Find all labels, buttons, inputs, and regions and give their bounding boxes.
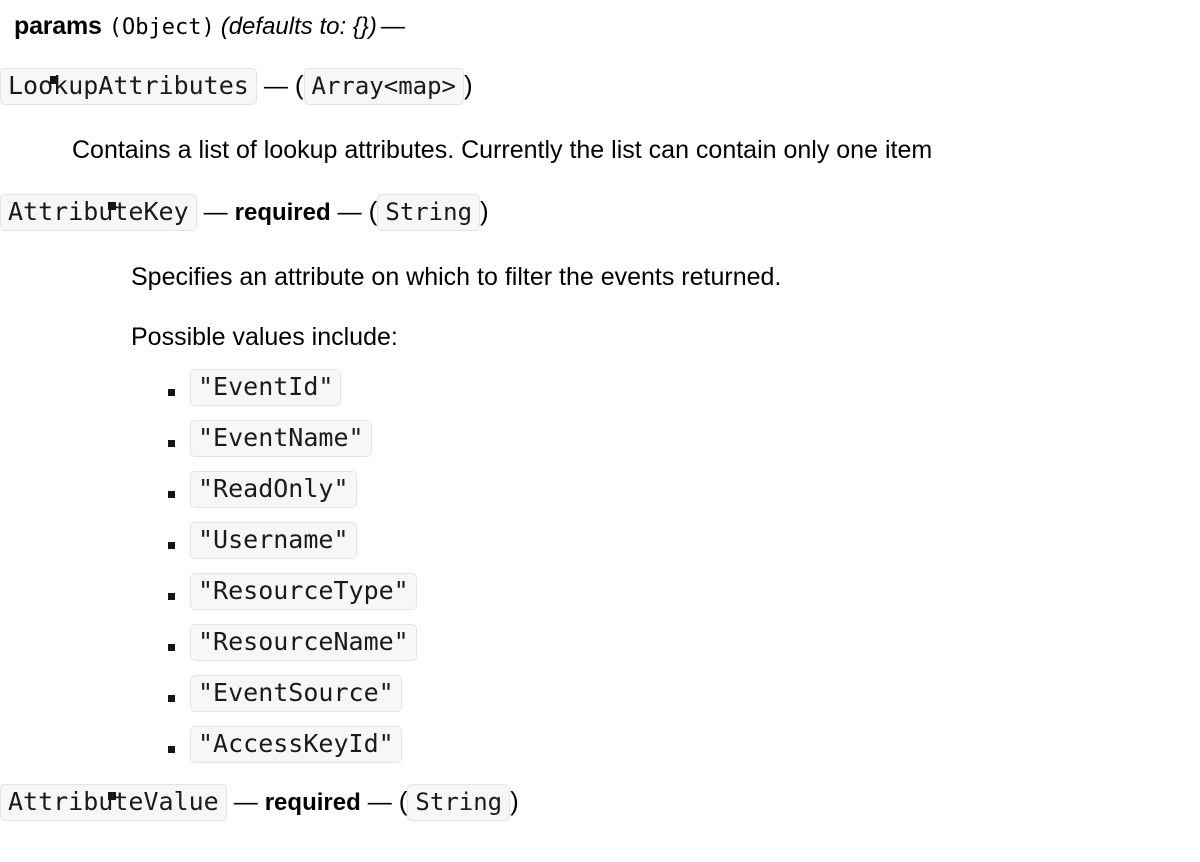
possible-value-chip[interactable]: "Username" bbox=[190, 522, 357, 559]
square-bullet-icon bbox=[168, 491, 175, 498]
param-children-list: LookupAttributes—(Array<map>) bbox=[0, 61, 1200, 107]
list-item: "Username" bbox=[0, 522, 1200, 573]
required-badge: required bbox=[234, 199, 331, 226]
square-bullet-icon bbox=[168, 542, 175, 549]
open-paren: ( bbox=[294, 70, 304, 100]
lookup-attributes-type-chip[interactable]: Array<map> bbox=[303, 68, 464, 105]
signature-dash: — bbox=[233, 789, 258, 816]
param-type: (Object) bbox=[108, 15, 215, 40]
square-bullet-icon bbox=[168, 389, 175, 396]
close-paren: ) bbox=[510, 786, 519, 816]
square-bullet-icon bbox=[168, 746, 175, 753]
open-paren: ( bbox=[398, 786, 408, 816]
open-paren: ( bbox=[368, 196, 378, 226]
square-bullet-icon bbox=[108, 202, 116, 210]
list-item: "ResourceType" bbox=[0, 573, 1200, 624]
lookup-attributes-children-list: AttributeKey—required—(String) bbox=[0, 187, 1200, 233]
square-bullet-icon bbox=[168, 695, 175, 702]
list-item-lookup-attributes: LookupAttributes—(Array<map>) bbox=[0, 61, 1200, 107]
param-default: (defaults to: {}) bbox=[220, 13, 377, 40]
attribute-value-name-chip[interactable]: AttributeValue bbox=[0, 784, 227, 821]
list-item: "ResourceName" bbox=[0, 624, 1200, 675]
attribute-key-type-chip[interactable]: String bbox=[377, 194, 481, 231]
possible-values-list: "EventId" "EventName" "ReadOnly" "Userna… bbox=[0, 369, 1200, 777]
close-paren: ) bbox=[464, 70, 473, 100]
possible-value-chip[interactable]: "ReadOnly" bbox=[190, 471, 357, 508]
list-item: "EventId" bbox=[0, 369, 1200, 420]
param-header: params(Object)(defaults to: {})— bbox=[0, 0, 1200, 43]
possible-value-chip[interactable]: "ResourceType" bbox=[190, 573, 417, 610]
lookup-attributes-signature: LookupAttributes—(Array<map>) bbox=[0, 61, 1200, 107]
square-bullet-icon bbox=[168, 593, 175, 600]
list-item: "EventName" bbox=[0, 420, 1200, 471]
lookup-attributes-name-chip[interactable]: LookupAttributes bbox=[0, 68, 257, 105]
square-bullet-icon bbox=[108, 792, 116, 800]
attribute-key-values-intro: Possible values include: bbox=[131, 323, 398, 351]
attribute-value-signature: AttributeValue—required—(String) bbox=[0, 777, 1200, 823]
possible-value-chip[interactable]: "EventName" bbox=[190, 420, 372, 457]
required-badge: required bbox=[264, 789, 361, 816]
lookup-attributes-description: Contains a list of lookup attributes. Cu… bbox=[72, 136, 933, 164]
square-bullet-icon bbox=[50, 76, 58, 84]
list-item: "ReadOnly" bbox=[0, 471, 1200, 522]
possible-value-chip[interactable]: "AccessKeyId" bbox=[190, 726, 402, 763]
attribute-value-type-chip[interactable]: String bbox=[407, 784, 511, 821]
attribute-key-description: Specifies an attribute on which to filte… bbox=[131, 263, 782, 291]
possible-value-chip[interactable]: "ResourceName" bbox=[190, 624, 417, 661]
param-name: params bbox=[14, 12, 102, 40]
attribute-key-signature: AttributeKey—required—(String) bbox=[0, 187, 1200, 233]
square-bullet-icon bbox=[168, 440, 175, 447]
param-dash: — bbox=[380, 13, 405, 40]
possible-value-chip[interactable]: "EventSource" bbox=[190, 675, 402, 712]
square-bullet-icon bbox=[168, 644, 175, 651]
signature-dash: — bbox=[263, 73, 288, 100]
attribute-value-list: AttributeValue—required—(String) bbox=[0, 777, 1200, 823]
list-item: "EventSource" bbox=[0, 675, 1200, 726]
list-item-attribute-value: AttributeValue—required—(String) bbox=[0, 777, 1200, 823]
signature-dash: — bbox=[337, 199, 362, 226]
list-item-attribute-key: AttributeKey—required—(String) bbox=[0, 187, 1200, 233]
possible-value-chip[interactable]: "EventId" bbox=[190, 369, 342, 406]
list-item: "AccessKeyId" bbox=[0, 726, 1200, 777]
signature-dash: — bbox=[203, 199, 228, 226]
signature-dash: — bbox=[367, 789, 392, 816]
attribute-key-name-chip[interactable]: AttributeKey bbox=[0, 194, 197, 231]
close-paren: ) bbox=[480, 196, 489, 226]
